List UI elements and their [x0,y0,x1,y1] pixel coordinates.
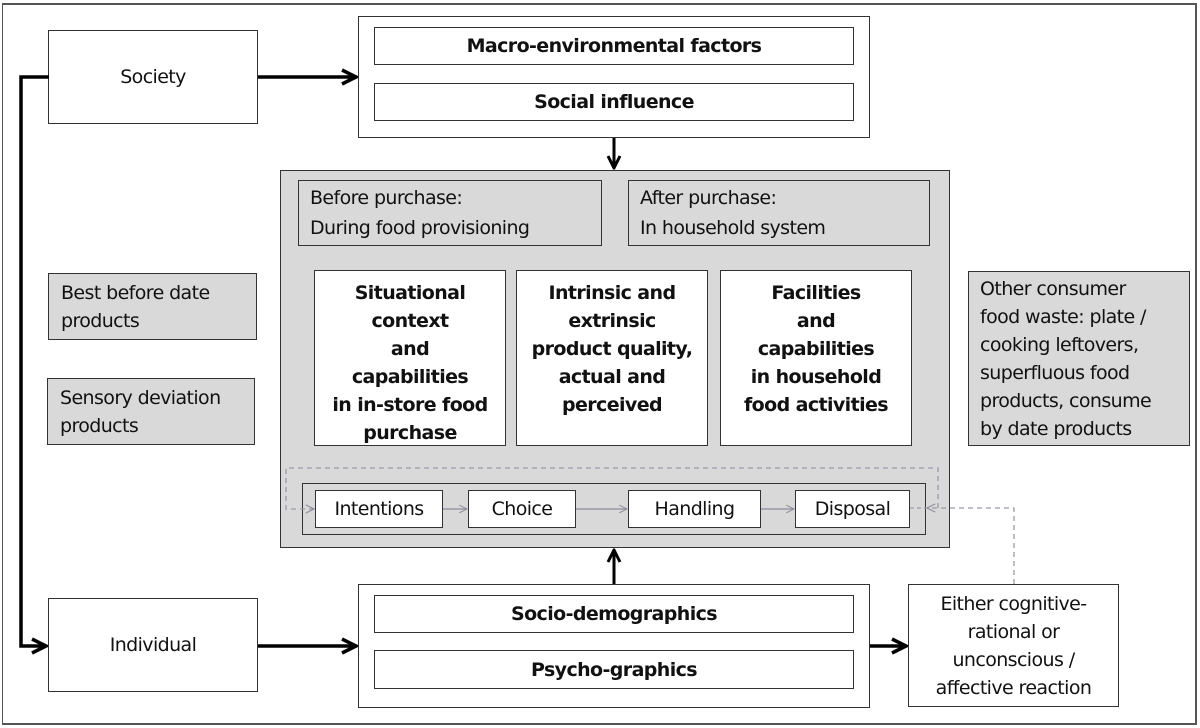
after-purchase-label: After purchase: In household system [640,187,826,239]
reaction-box: Either cognitive- rational or unconsciou… [908,584,1119,707]
social-influence-box: Social influence [374,83,854,121]
society-label: Society [120,66,186,88]
psycho-graphics-box: Psycho-graphics [374,650,854,689]
socio-demographics-label: Socio-demographics [511,603,718,625]
other-consumer-food-waste-box: Other consumer food waste: plate / cooki… [968,271,1190,446]
choice-label: Choice [491,498,553,520]
diagram-frame [2,3,1197,725]
sensory-deviation-products-label: Sensory deviation products [60,386,221,437]
best-before-date-products-label: Best before date products [61,281,210,332]
macro-environmental-factors-label: Macro-environmental factors [466,35,762,57]
sensory-deviation-products-box: Sensory deviation products [47,378,255,445]
socio-demographics-box: Socio-demographics [374,595,854,633]
best-before-date-products-box: Best before date products [48,273,257,340]
situational-context-label: Situational context and capabilities in … [332,282,488,444]
household-facilities-label: Facilities and capabilities in household… [744,282,889,416]
process-step-intentions: Intentions [315,490,443,528]
individual-label: Individual [109,634,197,656]
process-step-choice: Choice [468,490,576,528]
after-purchase-box: After purchase: In household system [628,180,930,246]
disposal-label: Disposal [814,498,891,520]
other-consumer-food-waste-label: Other consumer food waste: plate / cooki… [980,277,1152,440]
social-influence-label: Social influence [534,91,694,113]
reaction-label: Either cognitive- rational or unconsciou… [935,592,1092,699]
intentions-label: Intentions [334,498,424,520]
macro-environmental-factors-box: Macro-environmental factors [374,27,854,65]
process-step-disposal: Disposal [795,490,910,528]
process-step-handling: Handling [628,490,761,528]
product-quality-box: Intrinsic and extrinsic product quality,… [516,270,708,446]
handling-label: Handling [654,498,736,520]
product-quality-label: Intrinsic and extrinsic product quality,… [531,282,693,416]
situational-context-box: Situational context and capabilities in … [314,270,506,446]
society-box: Society [48,30,258,124]
before-purchase-box: Before purchase: During food provisionin… [298,180,602,246]
individual-box: Individual [48,598,258,692]
psycho-graphics-label: Psycho-graphics [530,658,698,681]
before-purchase-label: Before purchase: During food provisionin… [310,187,530,239]
household-facilities-box: Facilities and capabilities in household… [720,270,912,446]
